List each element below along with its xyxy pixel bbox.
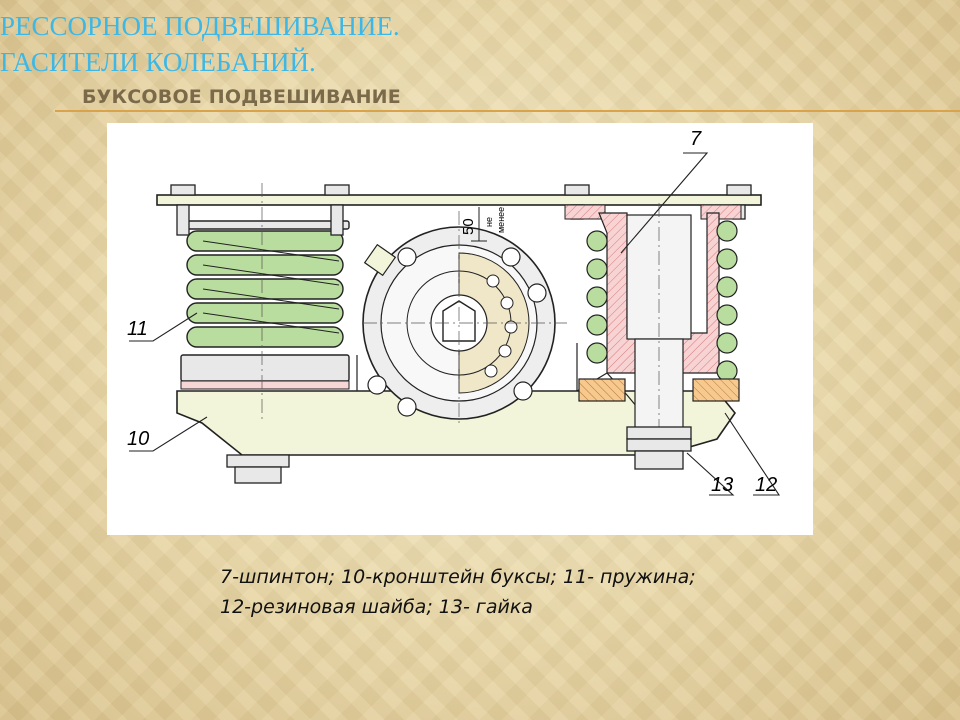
dimension-note-1: не xyxy=(484,217,494,227)
leader-11 xyxy=(129,312,198,342)
legend-line-2: 12-резиновая шайба; 13- гайка xyxy=(220,596,533,618)
leader-12 xyxy=(724,412,781,496)
legend-caption: 7-шпинтон; 10-кронштейн буксы; 11- пружи… xyxy=(220,562,696,622)
top-frame-plate xyxy=(156,194,762,206)
dimension-note-2: менее xyxy=(496,207,506,233)
slide-title-line-1: РЕССОРНОЕ ПОДВЕШИВАНИЕ. xyxy=(0,11,400,41)
callout-12: 12 xyxy=(755,474,777,496)
slide-subtitle: БУКСОВОЕ ПОДВЕШИВАНИЕ xyxy=(82,86,401,108)
dimension-value: 50 xyxy=(460,218,477,235)
suspension-drawing: 50 не менее 7 11 10 13 12 xyxy=(107,123,813,535)
spring-11 xyxy=(178,220,350,390)
axlebox-housing xyxy=(362,211,567,423)
callout-7: 7 xyxy=(690,128,702,150)
spinton-assembly xyxy=(564,203,742,463)
callout-10: 10 xyxy=(127,428,149,450)
callout-13: 13 xyxy=(711,474,733,496)
dimension-marker: 50 не менее xyxy=(460,207,506,242)
bottom-nuts xyxy=(226,438,692,484)
callout-11: 11 xyxy=(127,318,148,340)
legend-line-1: 7-шпинтон; 10-кронштейн буксы; 11- пружи… xyxy=(220,566,696,588)
slide-title-line-2: ГАСИТЕЛИ КОЛЕБАНИЙ. xyxy=(0,47,316,77)
leader-10 xyxy=(129,416,208,452)
title-divider xyxy=(55,110,960,112)
leader-7 xyxy=(620,152,709,254)
leader-13 xyxy=(686,452,735,496)
